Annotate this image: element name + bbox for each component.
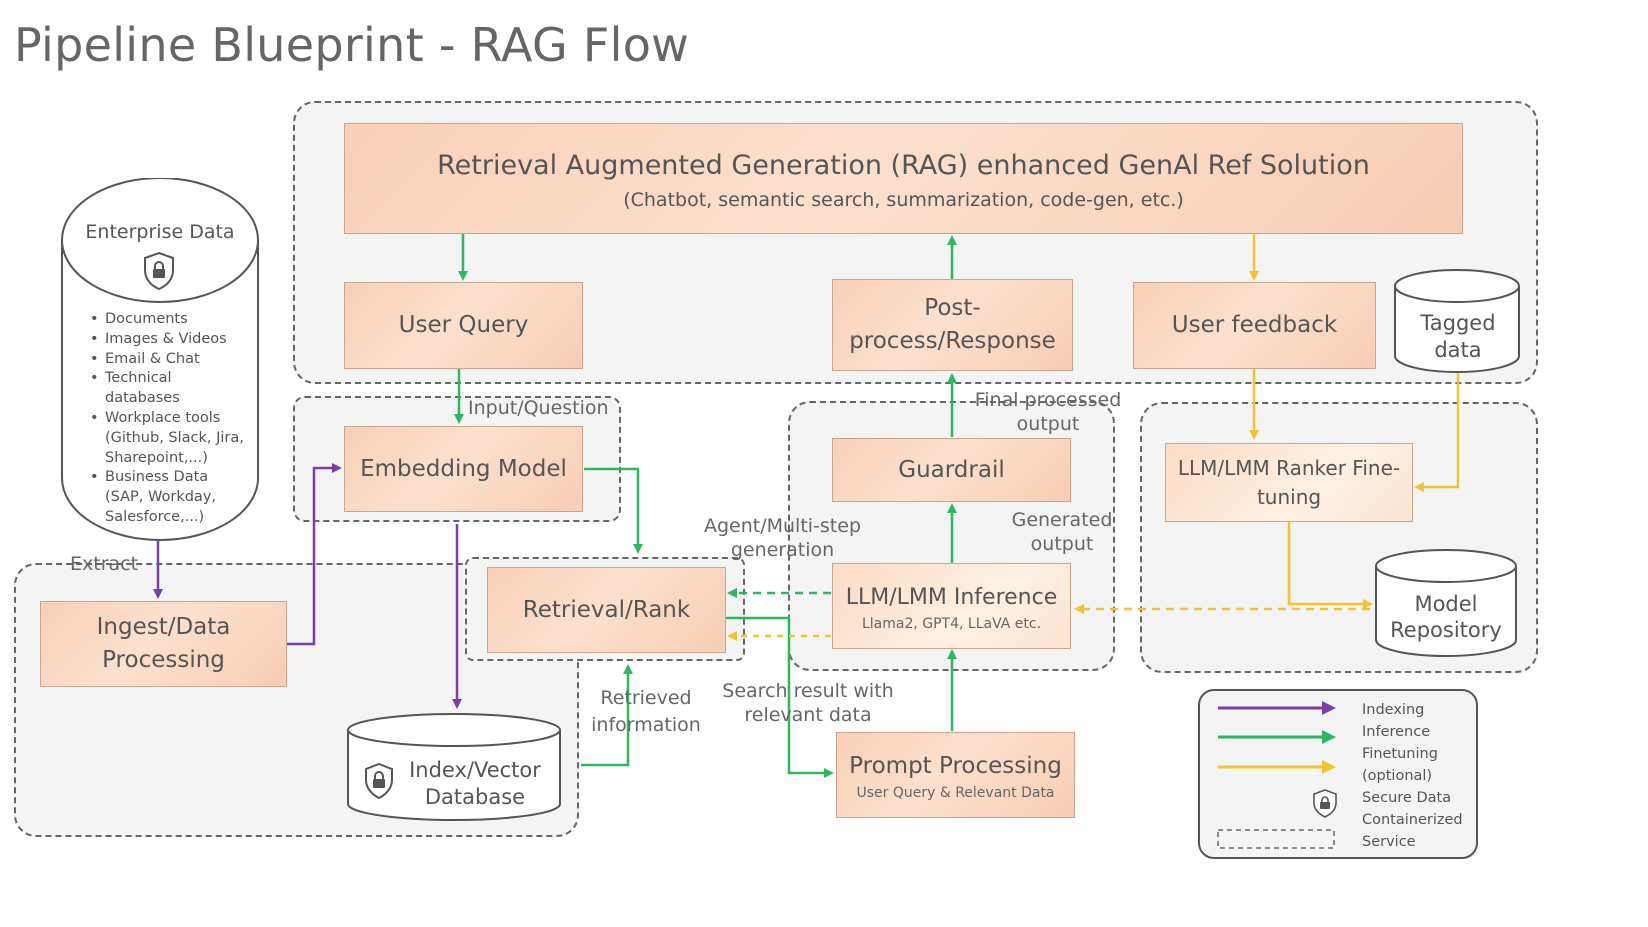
legend-finetuning-label: Finetuning (optional) <box>1362 746 1438 784</box>
legend-containerized-label: Containerized Service <box>1362 812 1463 850</box>
list-item: Technical databases <box>88 369 225 409</box>
label-extract: Extract <box>70 553 139 575</box>
prompt-processing-sublabel: User Query & Relevant Data <box>856 784 1055 801</box>
rag-solution-box: Retrieval Augmented Generation (RAG) enh… <box>344 123 1463 234</box>
embedding-model-label: Embedding Model <box>360 455 567 482</box>
lock-shield-icon <box>365 762 393 800</box>
arrow-index-to-retrieval <box>581 664 633 767</box>
user-feedback-box: User feedback <box>1133 282 1376 369</box>
llm-inference-sublabel: Llama2, GPT4, LLaVA etc. <box>861 615 1042 632</box>
arrow-embedding-to-retrieval <box>584 467 643 554</box>
retrieval-rank-label: Retrieval/Rank <box>522 596 691 623</box>
legend-inference-label: Inference <box>1362 724 1431 740</box>
list-item: Email & Chat <box>88 350 258 370</box>
prompt-processing-box: Prompt Processing User Query & Relevant … <box>836 732 1075 818</box>
lock-shield-icon <box>144 251 174 291</box>
label-generated-output: Generated output <box>1011 509 1113 555</box>
retrieval-rank-box: Retrieval/Rank <box>487 567 726 653</box>
label-agent-multistep: Agent/Multi-step generation <box>703 515 862 561</box>
legend-swatches <box>1217 701 1337 849</box>
legend-secure-label: Secure Data <box>1362 790 1452 806</box>
user-query-label: User Query <box>398 312 529 338</box>
rag-title: Retrieval Augmented Generation (RAG) enh… <box>437 149 1370 181</box>
post-process-box: Post-process/Response <box>832 279 1073 371</box>
arrow-tagged-to-ranker <box>1414 373 1460 492</box>
legend: Indexing Inference Finetuning (optional)… <box>1198 689 1478 859</box>
ranker-finetuning-box: LLM/LMM Ranker Fine-tuning <box>1165 443 1413 522</box>
user-feedback-label: User feedback <box>1171 312 1338 338</box>
tagged-data-cylinder <box>1394 269 1520 373</box>
legend-indexing-label: Indexing <box>1362 702 1425 718</box>
post-process-label: Post-process/Response <box>849 295 1056 354</box>
arrow-retrieval-to-prompt <box>726 616 834 778</box>
model-repository-label: Model Repository <box>1390 592 1502 642</box>
label-final-processed-output: Final processed output <box>974 389 1122 435</box>
label-search-result: Search result with relevant data <box>722 680 894 726</box>
arrow-ranker-to-repository <box>1287 522 1373 609</box>
legend-lock-shield-icon <box>1313 789 1337 818</box>
user-query-box: User Query <box>344 282 583 369</box>
arrow-ingest-to-embedding <box>287 463 342 646</box>
ranker-finetuning-label: LLM/LMM Ranker Fine-tuning <box>1177 455 1401 509</box>
ingest-processing-box: Ingest/Data Processing <box>40 601 287 687</box>
enterprise-data-title: Enterprise Data <box>85 221 235 243</box>
model-repository-cylinder <box>1375 549 1517 657</box>
list-item: Workplace tools (Github, Slack, Jira, Sh… <box>88 409 255 468</box>
embedding-model-box: Embedding Model <box>344 426 583 512</box>
prompt-processing-label: Prompt Processing <box>849 752 1062 779</box>
index-vector-db-cylinder <box>347 713 561 821</box>
guardrail-box: Guardrail <box>832 438 1071 502</box>
tagged-data-label: Tagged data <box>1420 311 1496 362</box>
page-title: Pipeline Blueprint - RAG Flow <box>14 18 690 72</box>
llm-inference-box: LLM/LMM Inference Llama2, GPT4, LLaVA et… <box>832 563 1071 649</box>
list-item: Images & Videos <box>88 330 258 350</box>
label-input-question: Input/Question <box>468 397 609 419</box>
index-vector-db-label: Index/Vector Database <box>409 758 541 809</box>
list-item: Business Data (SAP, Workday, Salesforce,… <box>88 468 245 527</box>
label-retrieved-information: Retrieved information <box>591 687 701 736</box>
ingest-processing-label: Ingest/Data Processing <box>96 614 231 673</box>
guardrail-label: Guardrail <box>898 456 1005 483</box>
enterprise-data-list: Documents Images & Videos Email & Chat T… <box>88 310 258 528</box>
rag-subtitle: (Chatbot, semantic search, summarization… <box>623 188 1184 211</box>
list-item: Documents <box>88 310 258 330</box>
legend-containerized-swatch <box>1217 829 1335 849</box>
llm-inference-label: LLM/LMM Inference <box>845 584 1058 610</box>
